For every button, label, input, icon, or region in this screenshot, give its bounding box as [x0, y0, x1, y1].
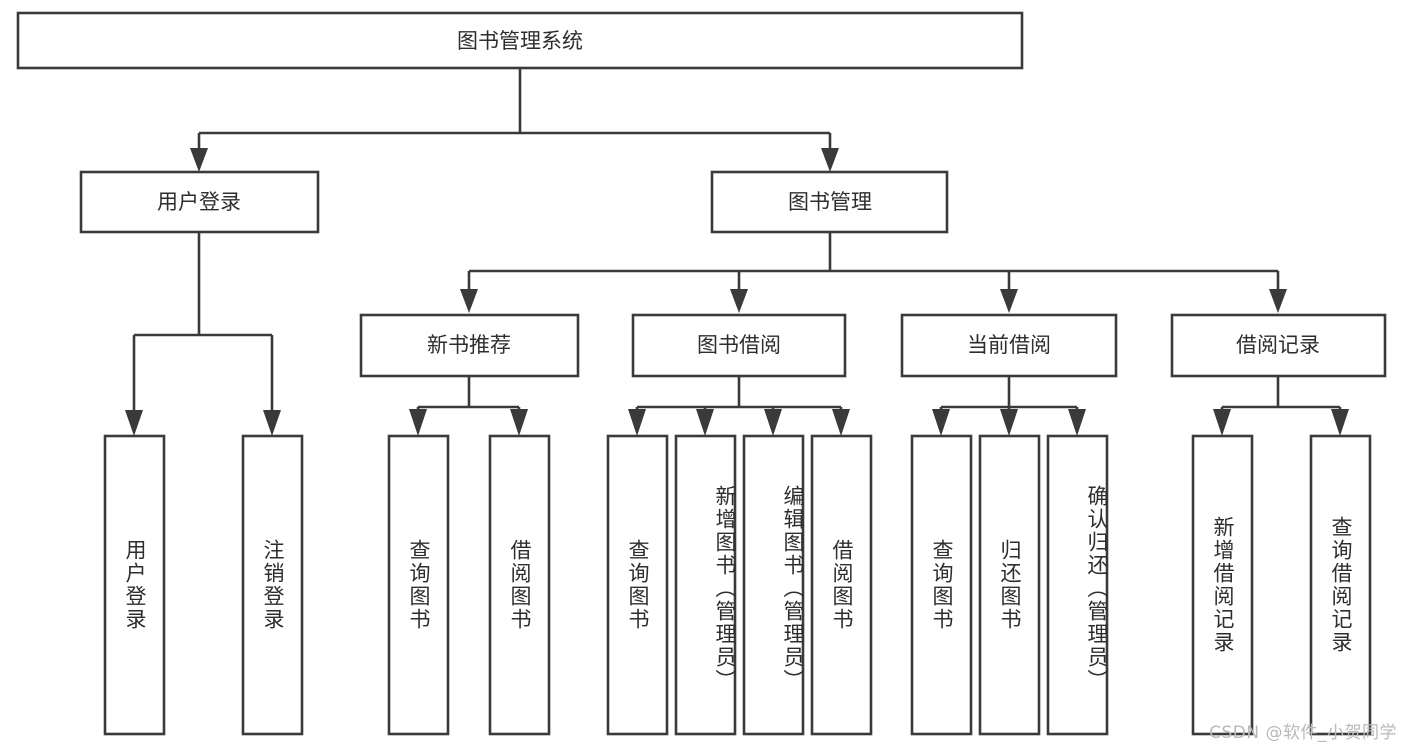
arrowhead-new-book-recommend: [460, 289, 478, 313]
arrowhead-leaf-query-book-2: [628, 409, 646, 436]
node-current-borrow-label: 当前借阅: [967, 333, 1051, 357]
node-leaf-user-login-box[interactable]: [103, 434, 166, 736]
connector-group: [125, 68, 1349, 436]
node-leaf-add-book-box[interactable]: [674, 434, 737, 736]
node-current-borrow[interactable]: 当前借阅: [900, 313, 1118, 378]
arrowhead-leaf-return-book: [1000, 409, 1018, 436]
node-book-manage-box[interactable]: [710, 170, 949, 234]
arrowhead-leaf-user-login: [125, 410, 143, 436]
arrowhead-leaf-query-book-3: [932, 409, 950, 436]
node-leaf-query-book-3-box[interactable]: [910, 434, 973, 736]
node-new-book-recommend[interactable]: 新书推荐: [359, 313, 580, 378]
node-leaf-borrow-book-2-box[interactable]: [810, 434, 873, 736]
arrowhead-userlogin: [190, 148, 208, 172]
node-book-manage[interactable]: 图书管理: [710, 170, 949, 234]
node-leaf-query-record-box[interactable]: [1309, 434, 1372, 736]
node-leaf-user-logout-box[interactable]: [241, 434, 304, 736]
node-book-borrow-box[interactable]: [631, 313, 847, 378]
arrowhead-borrow-record: [1269, 289, 1287, 313]
node-new-book-recommend-label: 新书推荐: [427, 333, 511, 357]
node-new-book-recommend-box[interactable]: [359, 313, 580, 378]
node-root[interactable]: 图书管理系统: [16, 11, 1024, 70]
watermark-text: CSDN @软件_小贺同学: [1209, 723, 1397, 743]
arrowhead-bookmanage: [821, 148, 839, 172]
arrowhead-book-borrow: [730, 289, 748, 313]
arrowhead-leaf-confirm-return: [1068, 409, 1086, 436]
arrowhead-leaf-edit-book: [764, 409, 782, 436]
node-root-box[interactable]: [16, 11, 1024, 70]
node-leaf-edit-book-box[interactable]: [742, 434, 805, 736]
arrowhead-leaf-query-record: [1331, 409, 1349, 436]
arrowhead-leaf-borrow-book-2: [832, 409, 850, 436]
node-borrow-record-label: 借阅记录: [1236, 333, 1320, 357]
arrowhead-leaf-borrow-book-1: [510, 409, 528, 436]
node-user-login-label: 用户登录: [157, 190, 241, 214]
arrowhead-leaf-add-record: [1213, 409, 1231, 436]
node-borrow-record[interactable]: 借阅记录: [1170, 313, 1387, 378]
arrowhead-leaf-user-logout: [263, 410, 281, 436]
node-user-login-box[interactable]: [79, 170, 320, 234]
node-leaf-borrow-book-1-box[interactable]: [488, 434, 551, 736]
node-leaf-confirm-return-box[interactable]: [1046, 434, 1109, 736]
node-user-login[interactable]: 用户登录: [79, 170, 320, 234]
node-borrow-record-box[interactable]: [1170, 313, 1387, 378]
node-leaf-add-record-box[interactable]: [1191, 434, 1254, 736]
node-book-manage-label: 图书管理: [788, 190, 872, 214]
arrowhead-leaf-query-book-1: [409, 409, 427, 436]
arrowhead-current-borrow: [1000, 289, 1018, 313]
arrowhead-leaf-add-book: [696, 409, 714, 436]
node-book-borrow[interactable]: 图书借阅: [631, 313, 847, 378]
node-current-borrow-box[interactable]: [900, 313, 1118, 378]
node-leaf-query-book-1-box[interactable]: [387, 434, 450, 736]
node-leaf-query-book-2-box[interactable]: [606, 434, 669, 736]
node-book-borrow-label: 图书借阅: [697, 333, 781, 357]
node-leaf-return-book-box[interactable]: [978, 434, 1041, 736]
node-root-label: 图书管理系统: [457, 29, 583, 53]
